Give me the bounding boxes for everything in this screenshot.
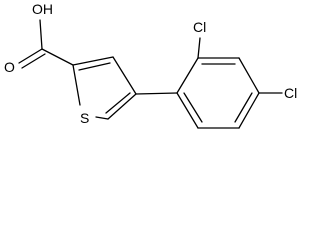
bond-thiophene-phenyl [135, 92, 178, 95]
carboxylic-acid-group: OH O [4, 1, 74, 75]
bond-thiophene-c2-c3-b [78, 62, 111, 71]
bond-carboxyl-c-oh [39, 19, 43, 50]
bond-phenyl-c6-c1-b [183, 92, 203, 123]
bond-carboxyl-c-o-double-a [18, 48, 43, 64]
bond-phenyl-c2-cl [197, 37, 201, 59]
bond-phenyl-c4-c5 [238, 92, 260, 129]
sulfur-label: S [80, 110, 89, 126]
chemical-structure-diagram: OH O S Cl Cl [4, 1, 297, 129]
chlorine-ortho-label: Cl [193, 19, 206, 35]
bond-thiophene-c4-c5-a [107, 93, 137, 120]
dichlorophenyl-ring: Cl Cl [176, 19, 297, 129]
carbonyl-oxygen-label: O [4, 59, 15, 75]
bond-thiophene-c2-s [72, 64, 81, 106]
bond-phenyl-c4-c5-inner [234, 92, 253, 123]
chlorine-para-label: Cl [284, 85, 297, 101]
bond-phenyl-c3-c4 [238, 57, 260, 94]
bond-phenyl-c1-c2 [176, 57, 199, 94]
bond-thiophene-c5-s [95, 116, 109, 120]
bond-thiophene-c2-c3-a [72, 56, 114, 66]
bond-thiophene-c4-c5-b [105, 92, 131, 114]
bond-carboxyl-c-o-double-b [21, 53, 46, 69]
thiophene-ring: S [72, 56, 137, 126]
bond-thiophene-c3-c4 [112, 56, 137, 95]
hydroxyl-label: OH [32, 1, 53, 17]
bond-phenyl-c6-c1-a [176, 92, 199, 129]
bond-carboxyl-c-thiophene [41, 48, 74, 66]
